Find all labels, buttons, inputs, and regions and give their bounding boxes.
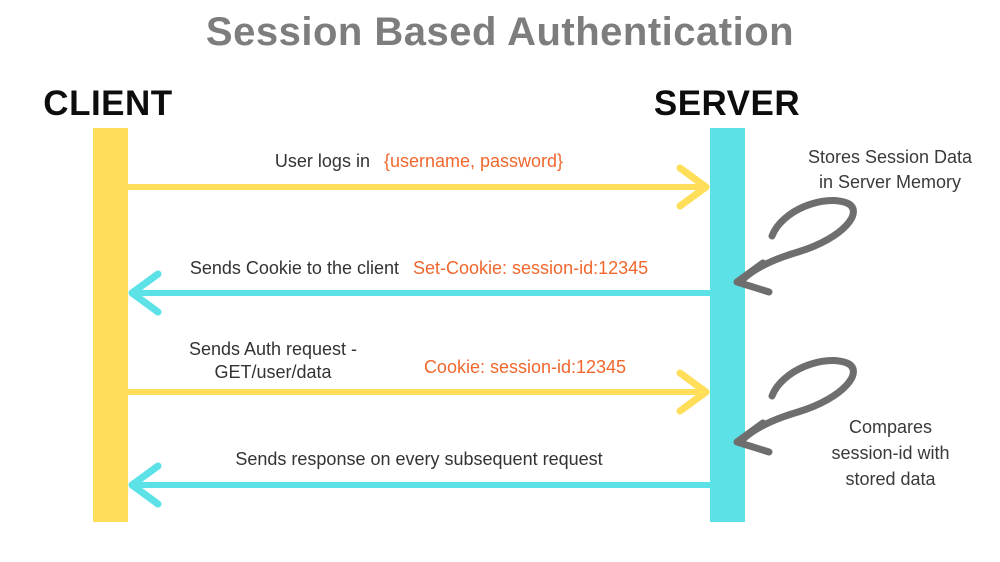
message-auth-request-payload: Cookie: session-id:12345 — [423, 357, 627, 377]
note-stores-session-line1: Stores Session Data — [807, 147, 973, 167]
message-set-cookie-payload: Set-Cookie: session-id:12345 — [413, 258, 649, 278]
diagram-title: Session Based Authentication — [205, 10, 795, 54]
compare-session-curved-arrow — [733, 356, 857, 456]
login-request-arrow — [125, 164, 710, 210]
note-compares-session: Compares session-id with stored data — [798, 414, 983, 492]
message-response: Sends response on every subsequent reque… — [128, 449, 710, 470]
note-compares-session-line3: stored data — [845, 469, 936, 489]
note-stores-session-line2: in Server Memory — [818, 172, 962, 192]
store-session-curved-arrow — [733, 196, 857, 296]
server-label: SERVER — [653, 84, 801, 123]
client-lifeline-bar — [93, 128, 128, 522]
note-stores-session: Stores Session Data in Server Memory — [785, 145, 995, 195]
message-set-cookie: Sends Cookie to the client Set-Cookie: s… — [128, 258, 710, 279]
server-lifeline-bar — [710, 128, 745, 522]
note-compares-session-line2: session-id with — [831, 443, 950, 463]
client-label: CLIENT — [43, 84, 173, 123]
response-arrow — [128, 462, 713, 508]
message-auth-request-label-line1: Sends Auth request - — [188, 339, 358, 359]
auth-request-arrow — [125, 369, 710, 415]
message-response-label: Sends response on every subsequent reque… — [235, 449, 603, 469]
message-auth-request-label-line2: GET/user/data — [214, 362, 332, 382]
message-auth-request-label: Sends Auth request - GET/user/data — [148, 338, 398, 384]
message-login-payload: {username, password} — [383, 151, 564, 171]
set-cookie-arrow — [128, 270, 713, 316]
message-login: User logs in {username, password} — [128, 151, 710, 172]
note-compares-session-line1: Compares — [848, 417, 933, 437]
message-set-cookie-label: Sends Cookie to the client — [189, 258, 399, 278]
message-login-label: User logs in — [274, 151, 370, 171]
